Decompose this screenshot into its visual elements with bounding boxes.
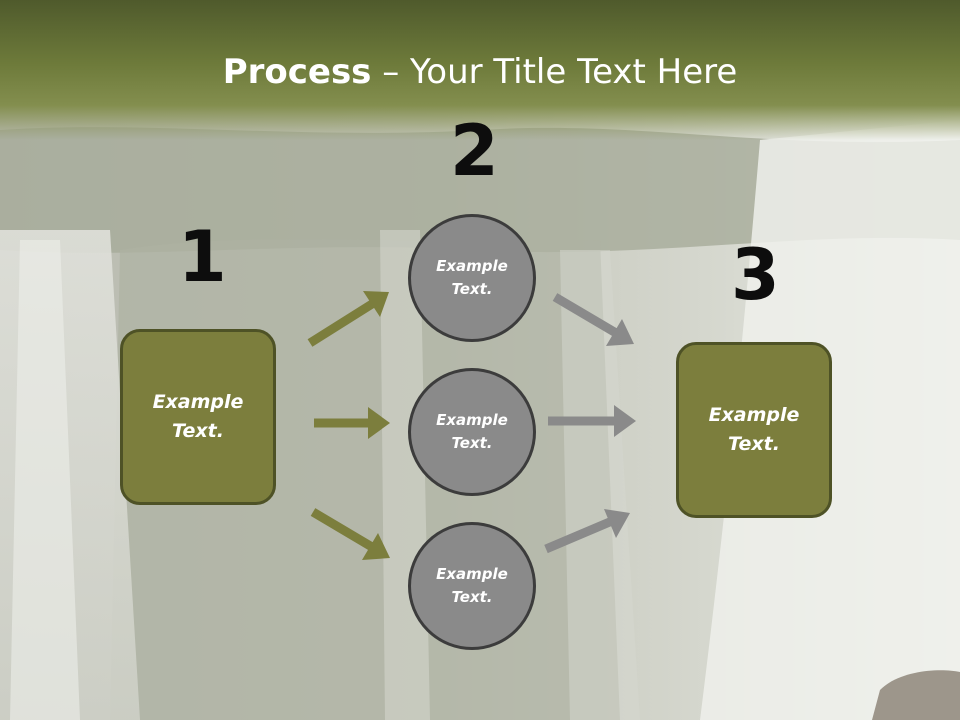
step-2-circle-top: Example Text. bbox=[408, 214, 536, 342]
circle-top-text: Example Text. bbox=[436, 257, 508, 298]
step-number-2: 2 bbox=[450, 110, 499, 192]
slide-title: Process – Your Title Text Here bbox=[0, 52, 960, 92]
step-1-text: Example Text. bbox=[152, 391, 244, 442]
arrow-left-down bbox=[310, 508, 390, 560]
arrow-top-to-right bbox=[552, 293, 634, 346]
circle-bottom-text: Example Text. bbox=[436, 565, 508, 606]
step-2-circle-middle: Example Text. bbox=[408, 368, 536, 496]
arrow-left-middle bbox=[314, 407, 390, 439]
step-1-box: Example Text. bbox=[120, 329, 276, 505]
step-2-circle-bottom: Example Text. bbox=[408, 522, 536, 650]
step-3-text: Example Text. bbox=[708, 404, 800, 455]
circle-middle-text: Example Text. bbox=[436, 411, 508, 452]
step-number-1: 1 bbox=[178, 216, 227, 298]
arrow-left-up bbox=[307, 291, 389, 347]
title-rest: – Your Title Text Here bbox=[371, 52, 738, 92]
arrow-bottom-to-right bbox=[544, 509, 630, 554]
arrow-middle-to-right bbox=[548, 405, 636, 437]
step-3-box: Example Text. bbox=[676, 342, 832, 518]
step-number-3: 3 bbox=[731, 234, 780, 316]
title-bold: Process bbox=[222, 52, 372, 92]
title-bar bbox=[0, 0, 960, 140]
